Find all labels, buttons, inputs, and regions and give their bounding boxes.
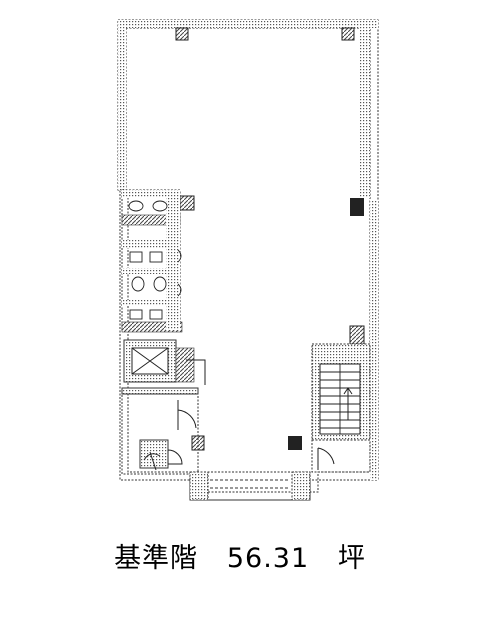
- column-right-mid: [350, 198, 364, 216]
- column-right-low: [349, 325, 365, 345]
- floor-area-unit: 坪: [337, 543, 366, 574]
- entrance: [189, 471, 311, 501]
- lower-left-room: [121, 387, 199, 475]
- floor-plan: [117, 19, 379, 501]
- right-lower-wall: [370, 200, 378, 480]
- stair-icon: [311, 343, 371, 473]
- column-bottom-mid: [288, 436, 302, 450]
- floor-area-value: 56.31: [226, 543, 310, 574]
- floor-area-caption: 基準階 56.31 坪: [0, 536, 480, 575]
- right-wall: [360, 28, 370, 198]
- elevator-icon: [123, 339, 206, 385]
- floor-label: 基準階: [114, 543, 199, 574]
- door-swing-icon: [317, 447, 335, 470]
- column-left-mid: [179, 195, 195, 211]
- column-top-left: [175, 27, 189, 41]
- left-upper-wall: [118, 20, 126, 190]
- column-top-right: [341, 27, 355, 41]
- toilet-icon: [128, 200, 182, 320]
- top-wall: [118, 20, 378, 28]
- service-core: [121, 189, 183, 333]
